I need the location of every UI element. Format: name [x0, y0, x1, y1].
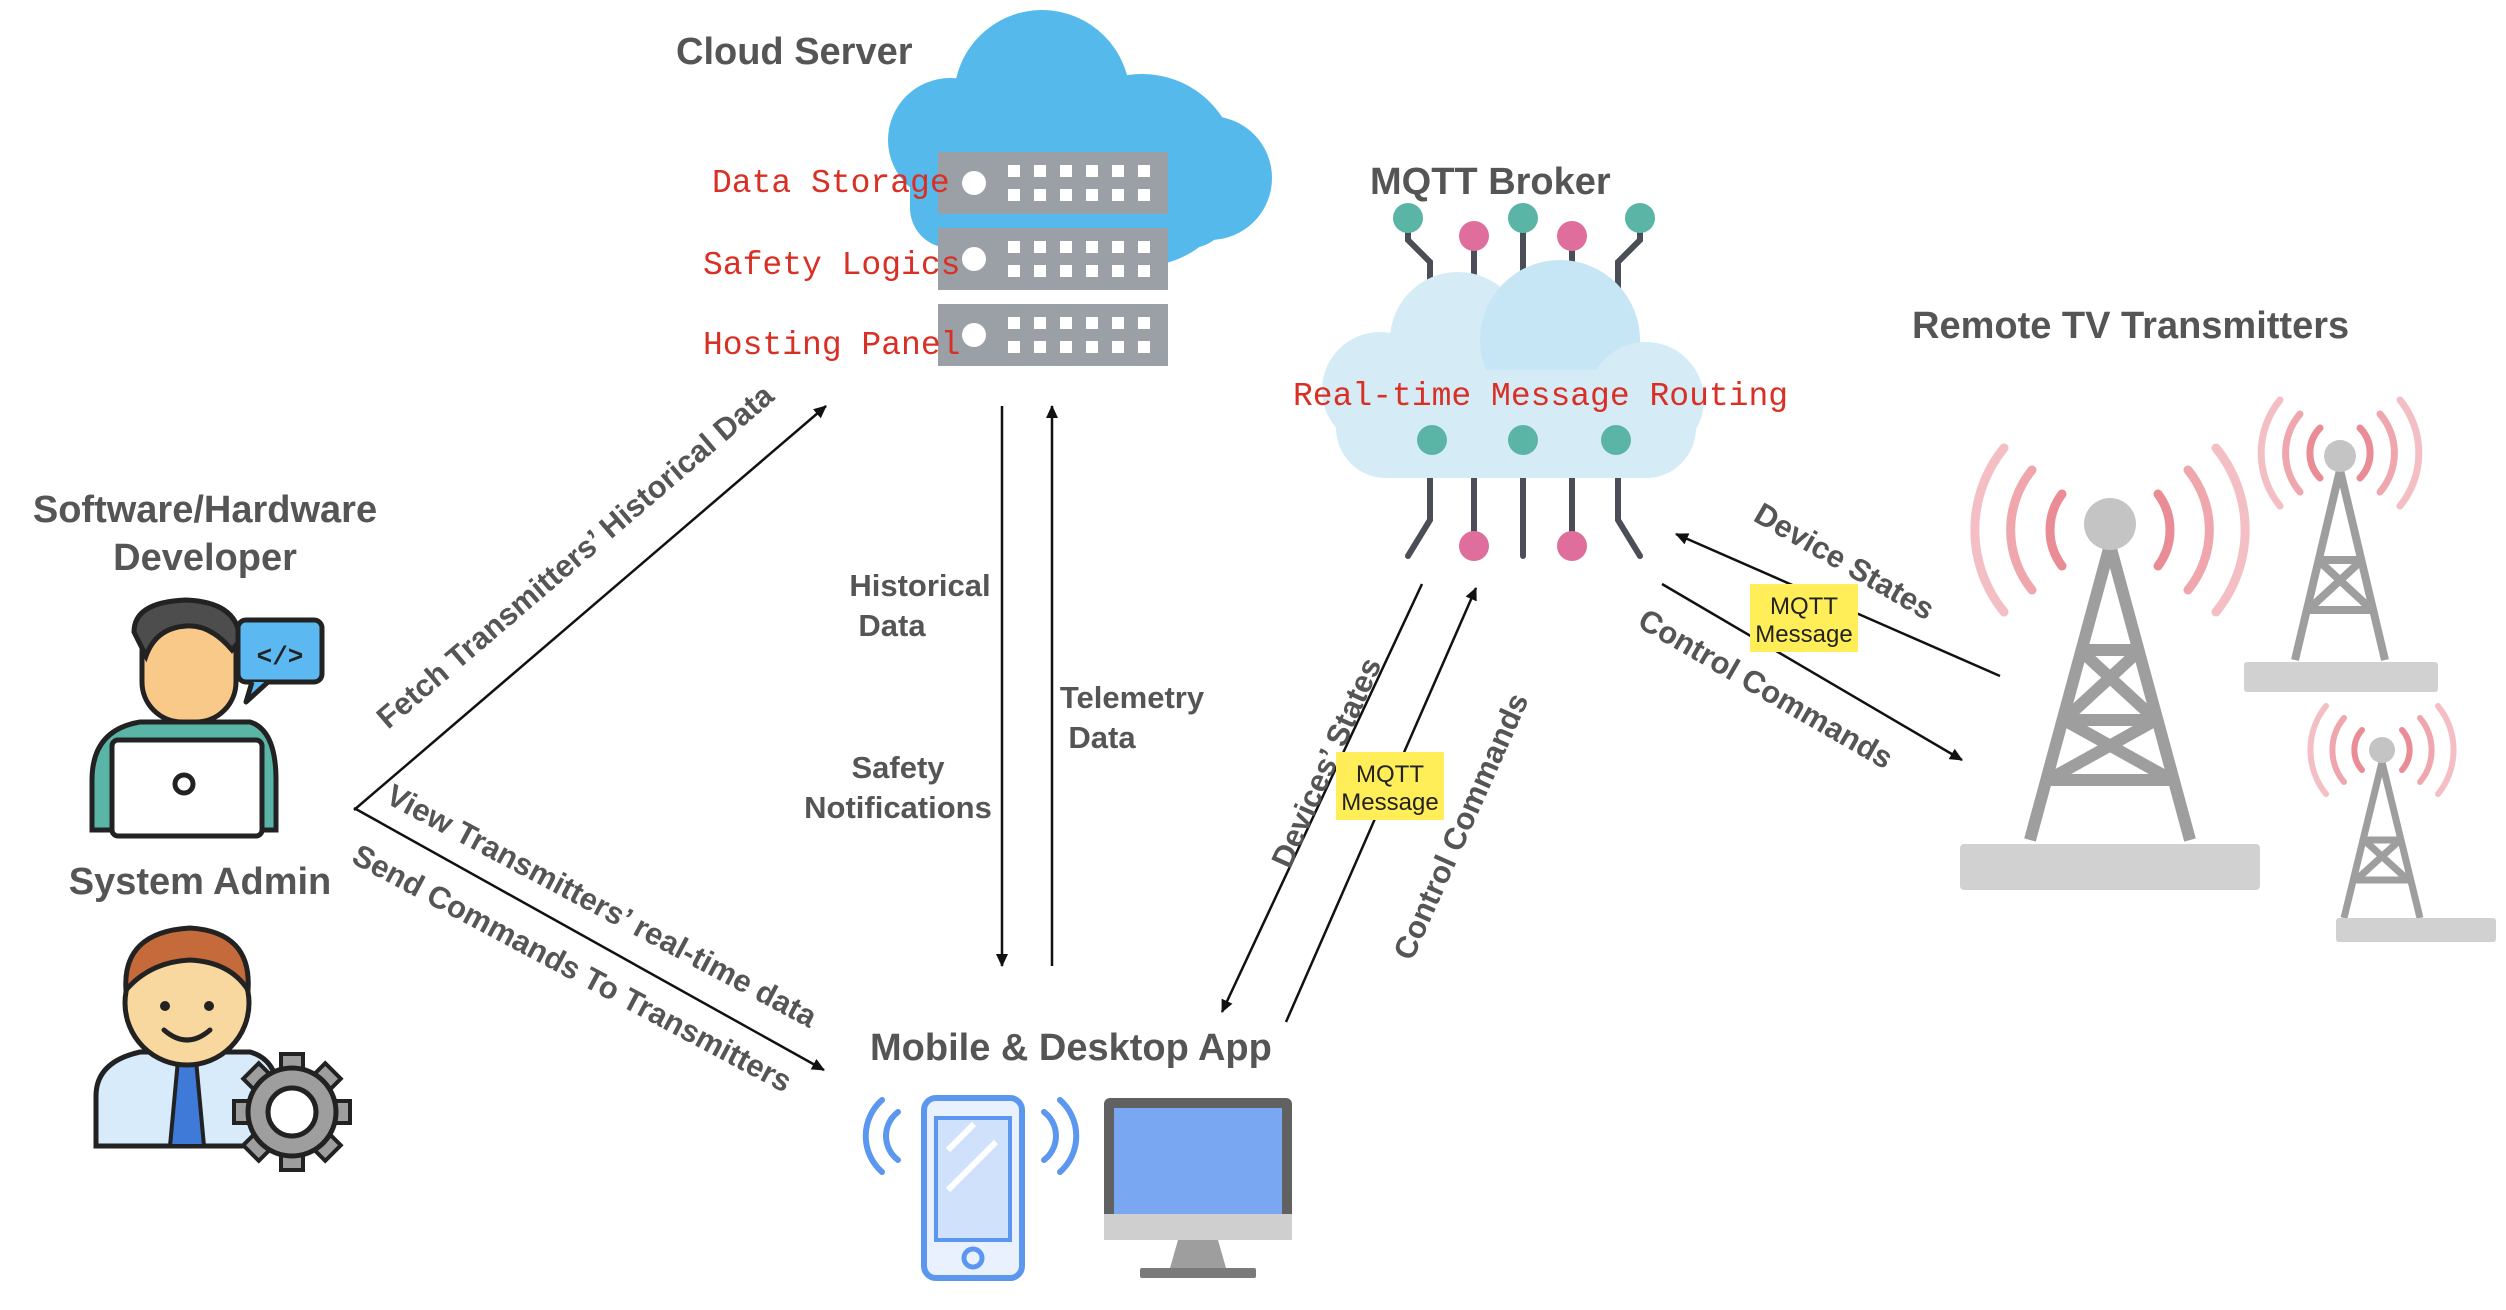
mqtt-broker: MQTT Broker: [1293, 161, 1788, 561]
safety-logics-label: Safety Logics: [703, 247, 960, 284]
broker-cloud-icon: [1322, 203, 1704, 561]
hosting-panel-label: Hosting Panel: [703, 327, 960, 364]
mqtt-broker-title: MQTT Broker: [1370, 161, 1611, 203]
telemetry-label-line1: Telemetry: [1060, 680, 1205, 715]
badge-line1: MQTT: [1356, 761, 1424, 788]
edge-labels: Fetch Transmitters’ Historical Data View…: [347, 377, 1941, 1099]
users: Software/Hardware Developer </> System A…: [33, 489, 377, 1172]
remote-tv-title: Remote TV Transmitters: [1912, 305, 2349, 347]
server-rack-icon: [938, 152, 1168, 366]
mobile-desktop-app: Mobile & Desktop App: [862, 1027, 1292, 1281]
tv-tower-icon: [1960, 443, 2260, 890]
tv-tower-icon: [2307, 703, 2496, 942]
smartphone-icon: [862, 1095, 1080, 1281]
mqtt-message-badge: MQTT Message: [1336, 752, 1444, 820]
telemetry-label-line2: Data: [1068, 720, 1136, 755]
remote-tv-transmitters: Remote TV Transmitters: [1912, 305, 2496, 942]
arrow-fetch-historical: [353, 405, 827, 811]
badge-line2: Message: [1341, 789, 1438, 816]
safety-label-line1: Safety: [851, 750, 945, 785]
svg-text:</>: </>: [257, 642, 304, 672]
cloud-server: Cloud Server: [676, 10, 1272, 366]
connections: [353, 405, 2001, 1072]
developer-avatar-icon: </>: [89, 597, 325, 839]
cloud-server-title: Cloud Server: [676, 31, 913, 73]
arrow-app-commands: [353, 806, 825, 1072]
app-title: Mobile & Desktop App: [870, 1027, 1272, 1069]
safety-label-line2: Notifications: [804, 790, 992, 825]
mqtt-message-badge: MQTT Message: [1750, 584, 1858, 652]
fetch-historical-label: Fetch Transmitters’ Historical Data: [370, 377, 781, 735]
cloud-icon: [888, 10, 1272, 266]
developer-title-line2: Developer: [113, 537, 297, 579]
badge-line1: MQTT: [1770, 593, 1838, 620]
gear-icon: [232, 1052, 352, 1172]
system-admin-title: System Admin: [69, 861, 332, 903]
historical-label-line2: Data: [858, 608, 926, 643]
historical-label-line1: Historical: [849, 568, 990, 603]
data-storage-label: Data Storage: [712, 165, 950, 202]
tv-tower-icon: [2244, 396, 2438, 692]
desktop-monitor-icon: [1104, 1098, 1292, 1278]
arrow-devices-states: [1220, 583, 1424, 1013]
arrow-control-commands-tx: [1661, 582, 1963, 762]
badge-line2: Message: [1755, 621, 1852, 648]
developer-title-line1: Software/Hardware: [33, 489, 377, 531]
control-commands-app-label: Control Commands: [1386, 688, 1535, 965]
message-routing-label: Real-time Message Routing: [1293, 378, 1788, 415]
